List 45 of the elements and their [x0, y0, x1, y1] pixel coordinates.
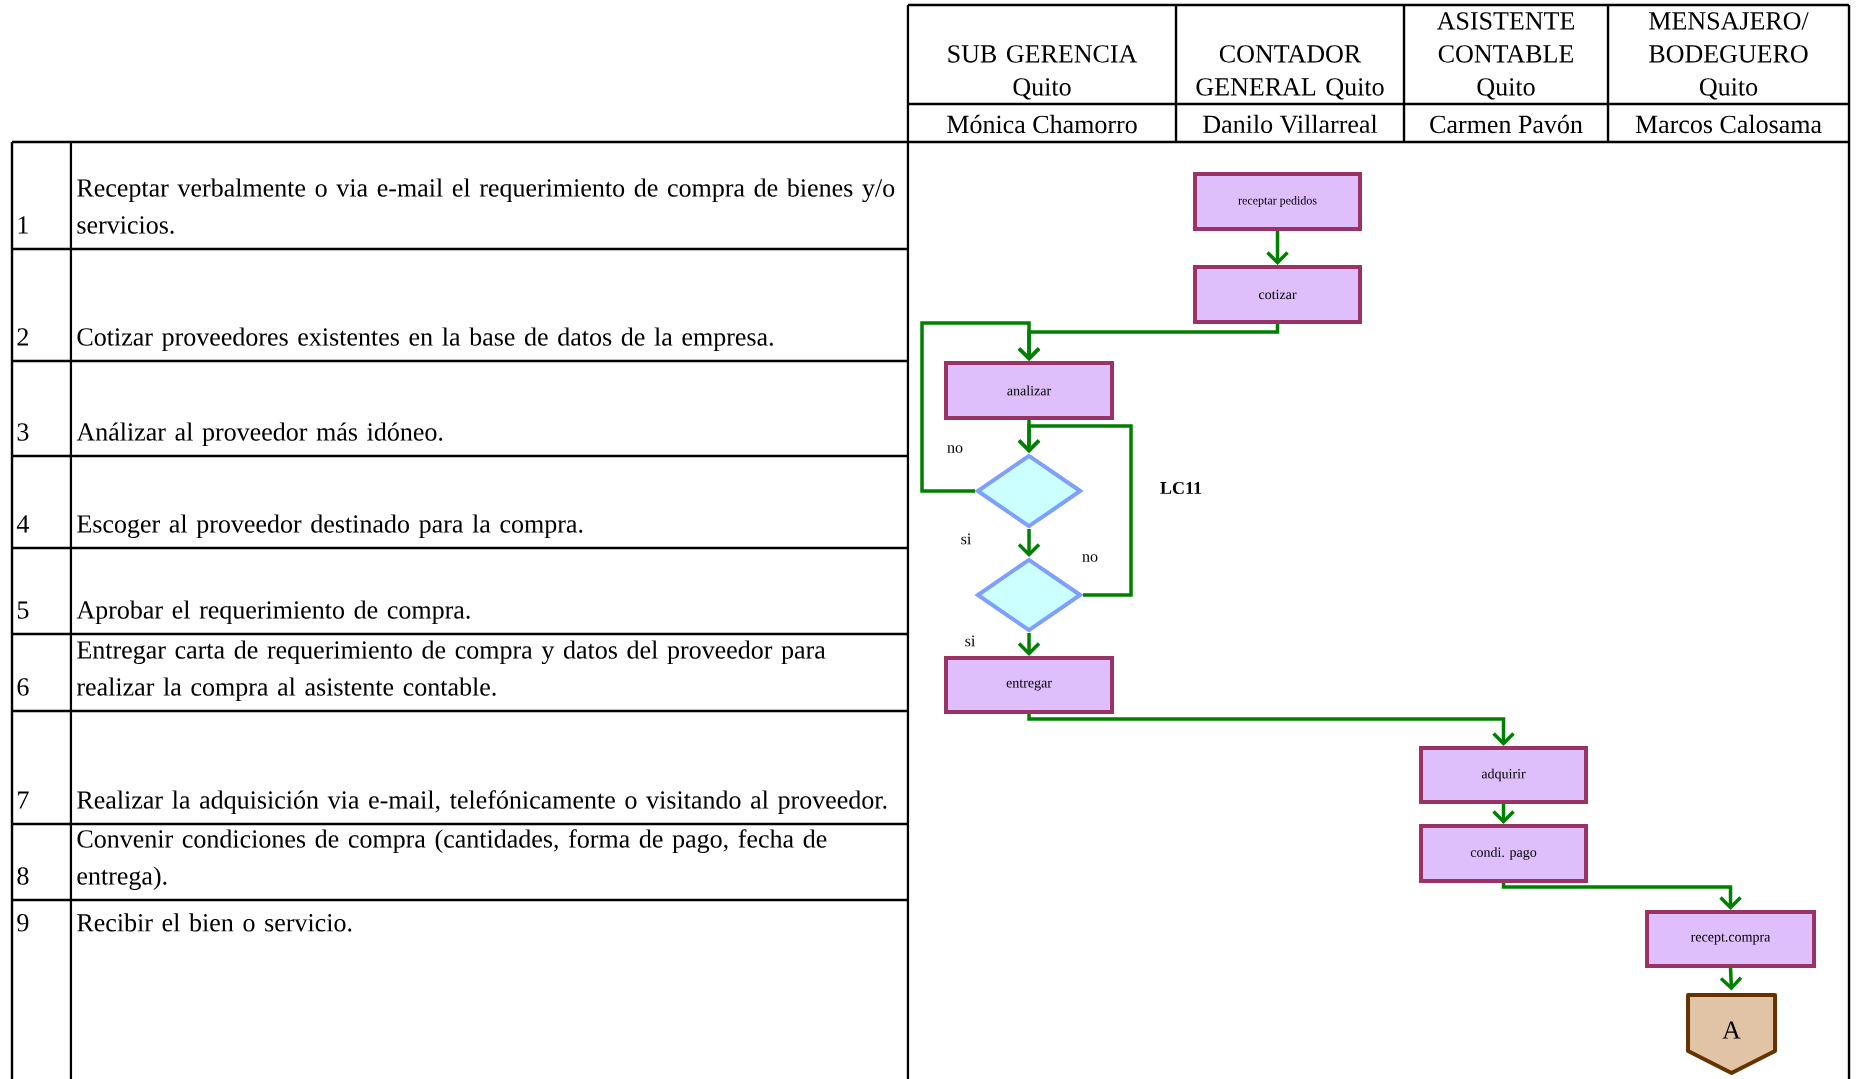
step-number: 7 [18, 791, 29, 809]
activity-text: Receptar verbalmente o via e-mail el requerimiento de compra de bienes y/o servicios. [77, 178, 895, 234]
person-name: Mónica Chamorro [947, 114, 1137, 134]
person-name: Marcos Calosama [1635, 114, 1822, 134]
arrow [1017, 529, 1041, 557]
process-box: recept.compra [1645, 910, 1817, 968]
step-number: 3 [17, 423, 29, 441]
lane-title: SUB GERENCIA Quito [948, 45, 1138, 100]
process-box: entregar [944, 656, 1114, 714]
activity-text: Cotizar proveedores existentes en la base de datos de la empresa. [77, 327, 773, 351]
step-number: 2 [17, 328, 28, 346]
arrow [920, 321, 1041, 493]
activity-text: Escoger al proveedor destinado para la compra. [77, 514, 583, 539]
step-number: 8 [17, 867, 29, 885]
edge-label: no [945, 443, 965, 455]
edge-label: si [958, 531, 974, 547]
step-number: 5 [17, 601, 29, 619]
activity-text: Aprobar el requerimiento de compra. [76, 600, 470, 624]
edge-label: no [1080, 552, 1100, 564]
step-number: 1 [18, 216, 28, 234]
activity-text: Análizar al proveedor más idóneo. [76, 422, 443, 446]
person-name: Danilo Villarreal [1203, 114, 1378, 134]
lane-title: ASISTENTE CONTABLE Quito [1436, 12, 1575, 100]
process-box: adquirir [1419, 746, 1588, 804]
arrow [1027, 713, 1515, 746]
lane-title: MENSAJERO/ BODEGUERO Quito [1649, 12, 1809, 100]
edge-label: si [962, 633, 978, 649]
step-number: 9 [17, 914, 29, 932]
activity-text: Entregar carta de requerimiento de compra y datos del proveedor para realizar la compra al asistente contable. [76, 640, 826, 701]
person-name: Carmen Pavón [1430, 114, 1583, 134]
off-page-connector: A [1686, 993, 1777, 1075]
activity-text: Recibir el bien o servicio. [77, 913, 352, 932]
process-box: analizar [944, 361, 1114, 420]
lane-title: CONTADOR GENERAL Quito [1196, 45, 1384, 100]
process-box: receptar pedidos [1193, 172, 1362, 231]
arrow [1266, 231, 1289, 265]
arrow [1017, 424, 1133, 597]
activity-text: Convenir condiciones de compra (cantidades, forma de pago, fecha de entrega). [77, 829, 827, 891]
process-box: cotizar [1193, 265, 1362, 324]
process-box: condi. pago [1419, 824, 1588, 883]
process-code: LC11 [1160, 481, 1202, 495]
activity-text: Realizar la adquisición via e-mail, telefónicamente o visitando al proveedor. [77, 790, 887, 814]
step-number: 6 [17, 678, 29, 696]
arrow [1501, 883, 1742, 910]
step-number: 4 [16, 515, 29, 533]
